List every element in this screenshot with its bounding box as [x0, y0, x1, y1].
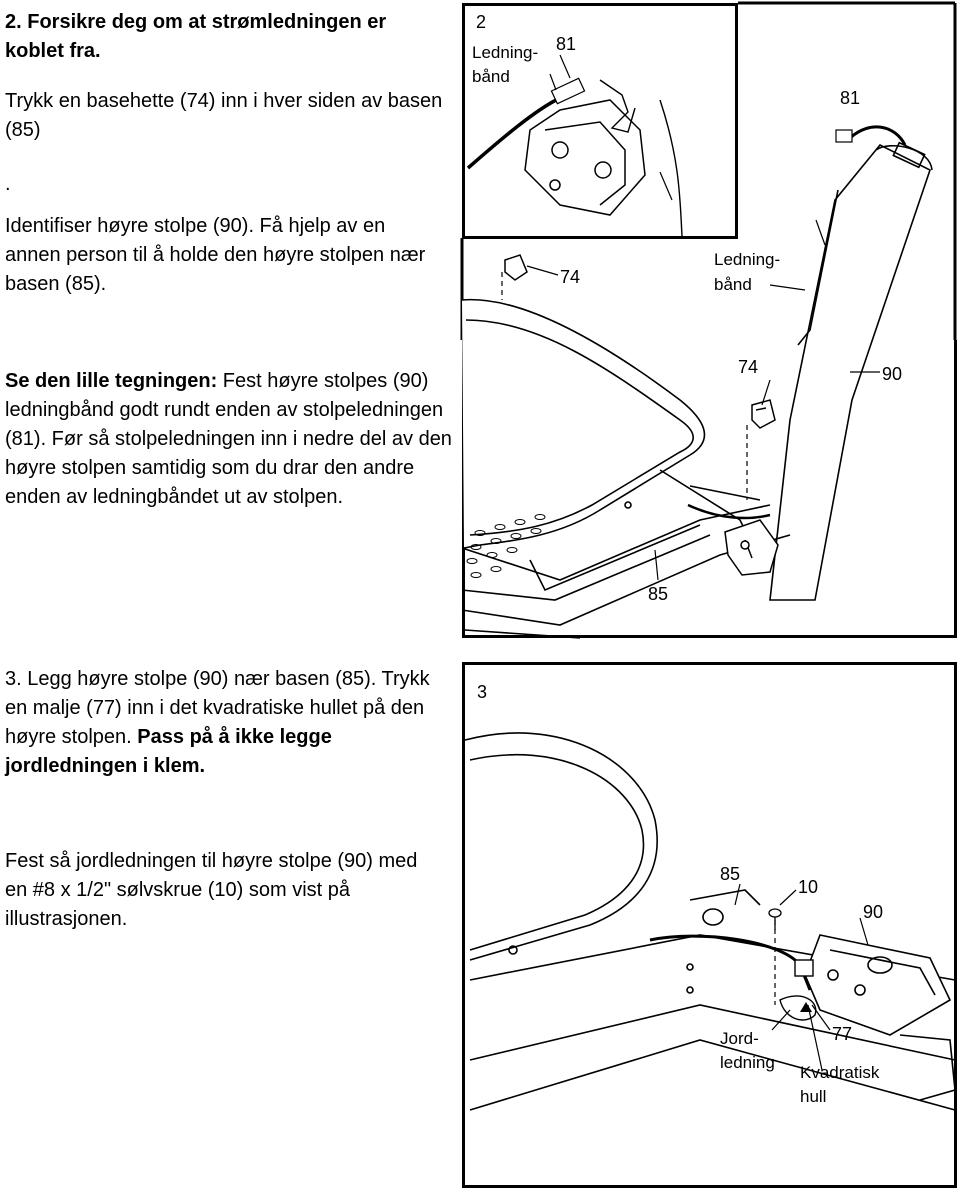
base-bracket-drawing: [724, 519, 779, 576]
fig3-step-number: 3: [477, 682, 487, 702]
label-band-line-2: bånd: [714, 275, 752, 294]
step3-paragraph-1-text: 3. Legg høyre stolpe (90) nær basen (85)…: [5, 668, 430, 748]
step2-paragraph-1: Trykk en basehette (74) inn i hver siden…: [5, 90, 443, 141]
label-74: 74: [738, 357, 758, 377]
inset-cap-74: [504, 254, 528, 281]
inset-label-81: 81: [556, 34, 576, 54]
inset-band-line-2: bånd: [472, 67, 510, 86]
inset-step-number: 2: [476, 12, 486, 32]
step2-paragraph-2: .: [5, 173, 11, 195]
wire-connector: [794, 959, 814, 977]
connector-81: [835, 129, 853, 143]
label-10: 10: [798, 877, 818, 897]
ground-wire: [649, 934, 812, 991]
inset-band-line-1: Ledning-: [472, 43, 538, 62]
label-85: 85: [648, 584, 668, 604]
foot-rail-pattern: [466, 514, 546, 578]
step3-paragraph-1-bold: Pass på å ikke legge jordledningen i kle…: [5, 726, 332, 777]
step2-paragraph-3: Identifiser høyre stolpe (90). Få hjelp …: [5, 215, 426, 295]
step3-paragraph-1: 3. Legg høyre stolpe (90) nær basen (85)…: [5, 665, 455, 781]
label-90: 90: [882, 364, 902, 384]
post-wire-81: [848, 125, 907, 146]
label-81: 81: [840, 88, 860, 108]
label-hull-line-2: hull: [800, 1087, 826, 1106]
step2-paragraph-4-bold: Se den lille tegningen:: [5, 370, 218, 392]
label-85-fig3: 85: [720, 864, 740, 884]
label-hull-line-1: Kvadratisk: [800, 1063, 880, 1082]
label-90-fig3: 90: [863, 902, 883, 922]
inset-label-74: 74: [560, 267, 580, 287]
screw-10-drawing: [768, 908, 782, 930]
label-band-line-1: Ledning-: [714, 250, 780, 269]
label-77: 77: [832, 1024, 852, 1044]
base-cap-74-drawing: [751, 399, 776, 429]
step2-heading: 2. Forsikre deg om at strømledningen er …: [5, 11, 387, 62]
label-jord-line-2: ledning: [720, 1053, 775, 1072]
step2-paragraph-4: Se den lille tegningen: Fest høyre stolp…: [5, 367, 455, 512]
step2-paragraph-4-text: Fest høyre stolpes (90) ledningbånd godt…: [5, 370, 452, 508]
label-jord-line-1: Jord-: [720, 1029, 759, 1048]
step3-paragraph-2: Fest så jordledningen til høyre stolpe (…: [5, 850, 418, 930]
